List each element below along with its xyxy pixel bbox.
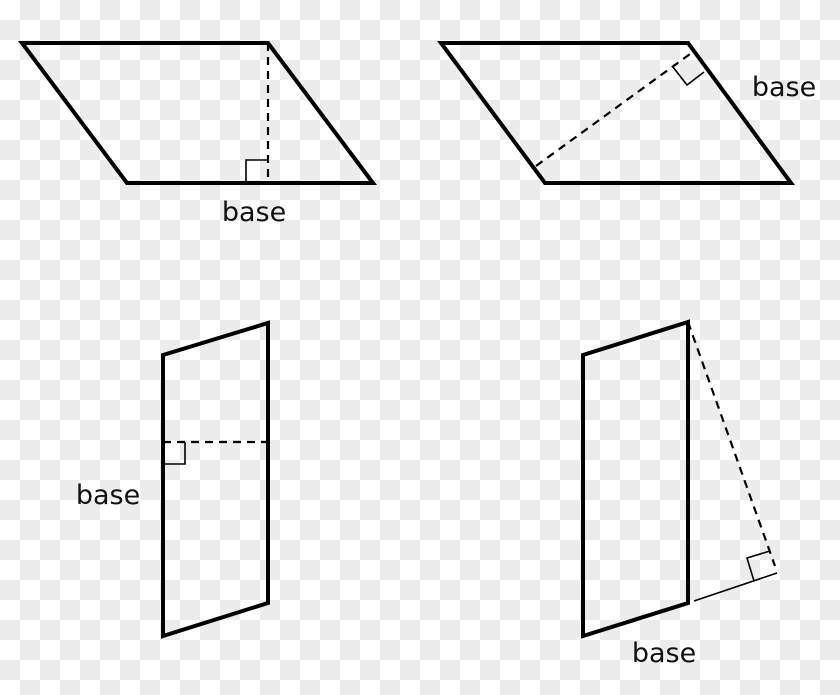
right-angle-marker <box>672 66 705 87</box>
parallelogram-2-height <box>535 53 691 167</box>
base-label: base <box>76 480 140 511</box>
base-label: base <box>632 638 696 669</box>
parallelogram-1: base <box>18 41 377 228</box>
parallelogram-4: base <box>581 319 778 669</box>
parallelogram-4-height <box>686 321 777 567</box>
right-angle-marker <box>245 159 268 183</box>
base-label: base <box>222 197 286 228</box>
parallelogram-4-outline <box>581 319 690 639</box>
base-extension-line <box>693 572 778 602</box>
parallelogram-3: base <box>76 320 270 639</box>
parallelogram-1-outline <box>18 41 377 185</box>
parallelogram-2: base <box>437 41 816 185</box>
parallelogram-2-outline <box>437 41 795 185</box>
base-label: base <box>752 72 816 103</box>
parallelogram-3-outline <box>161 320 270 639</box>
right-angle-marker <box>163 442 186 465</box>
right-angle-marker <box>746 550 771 582</box>
